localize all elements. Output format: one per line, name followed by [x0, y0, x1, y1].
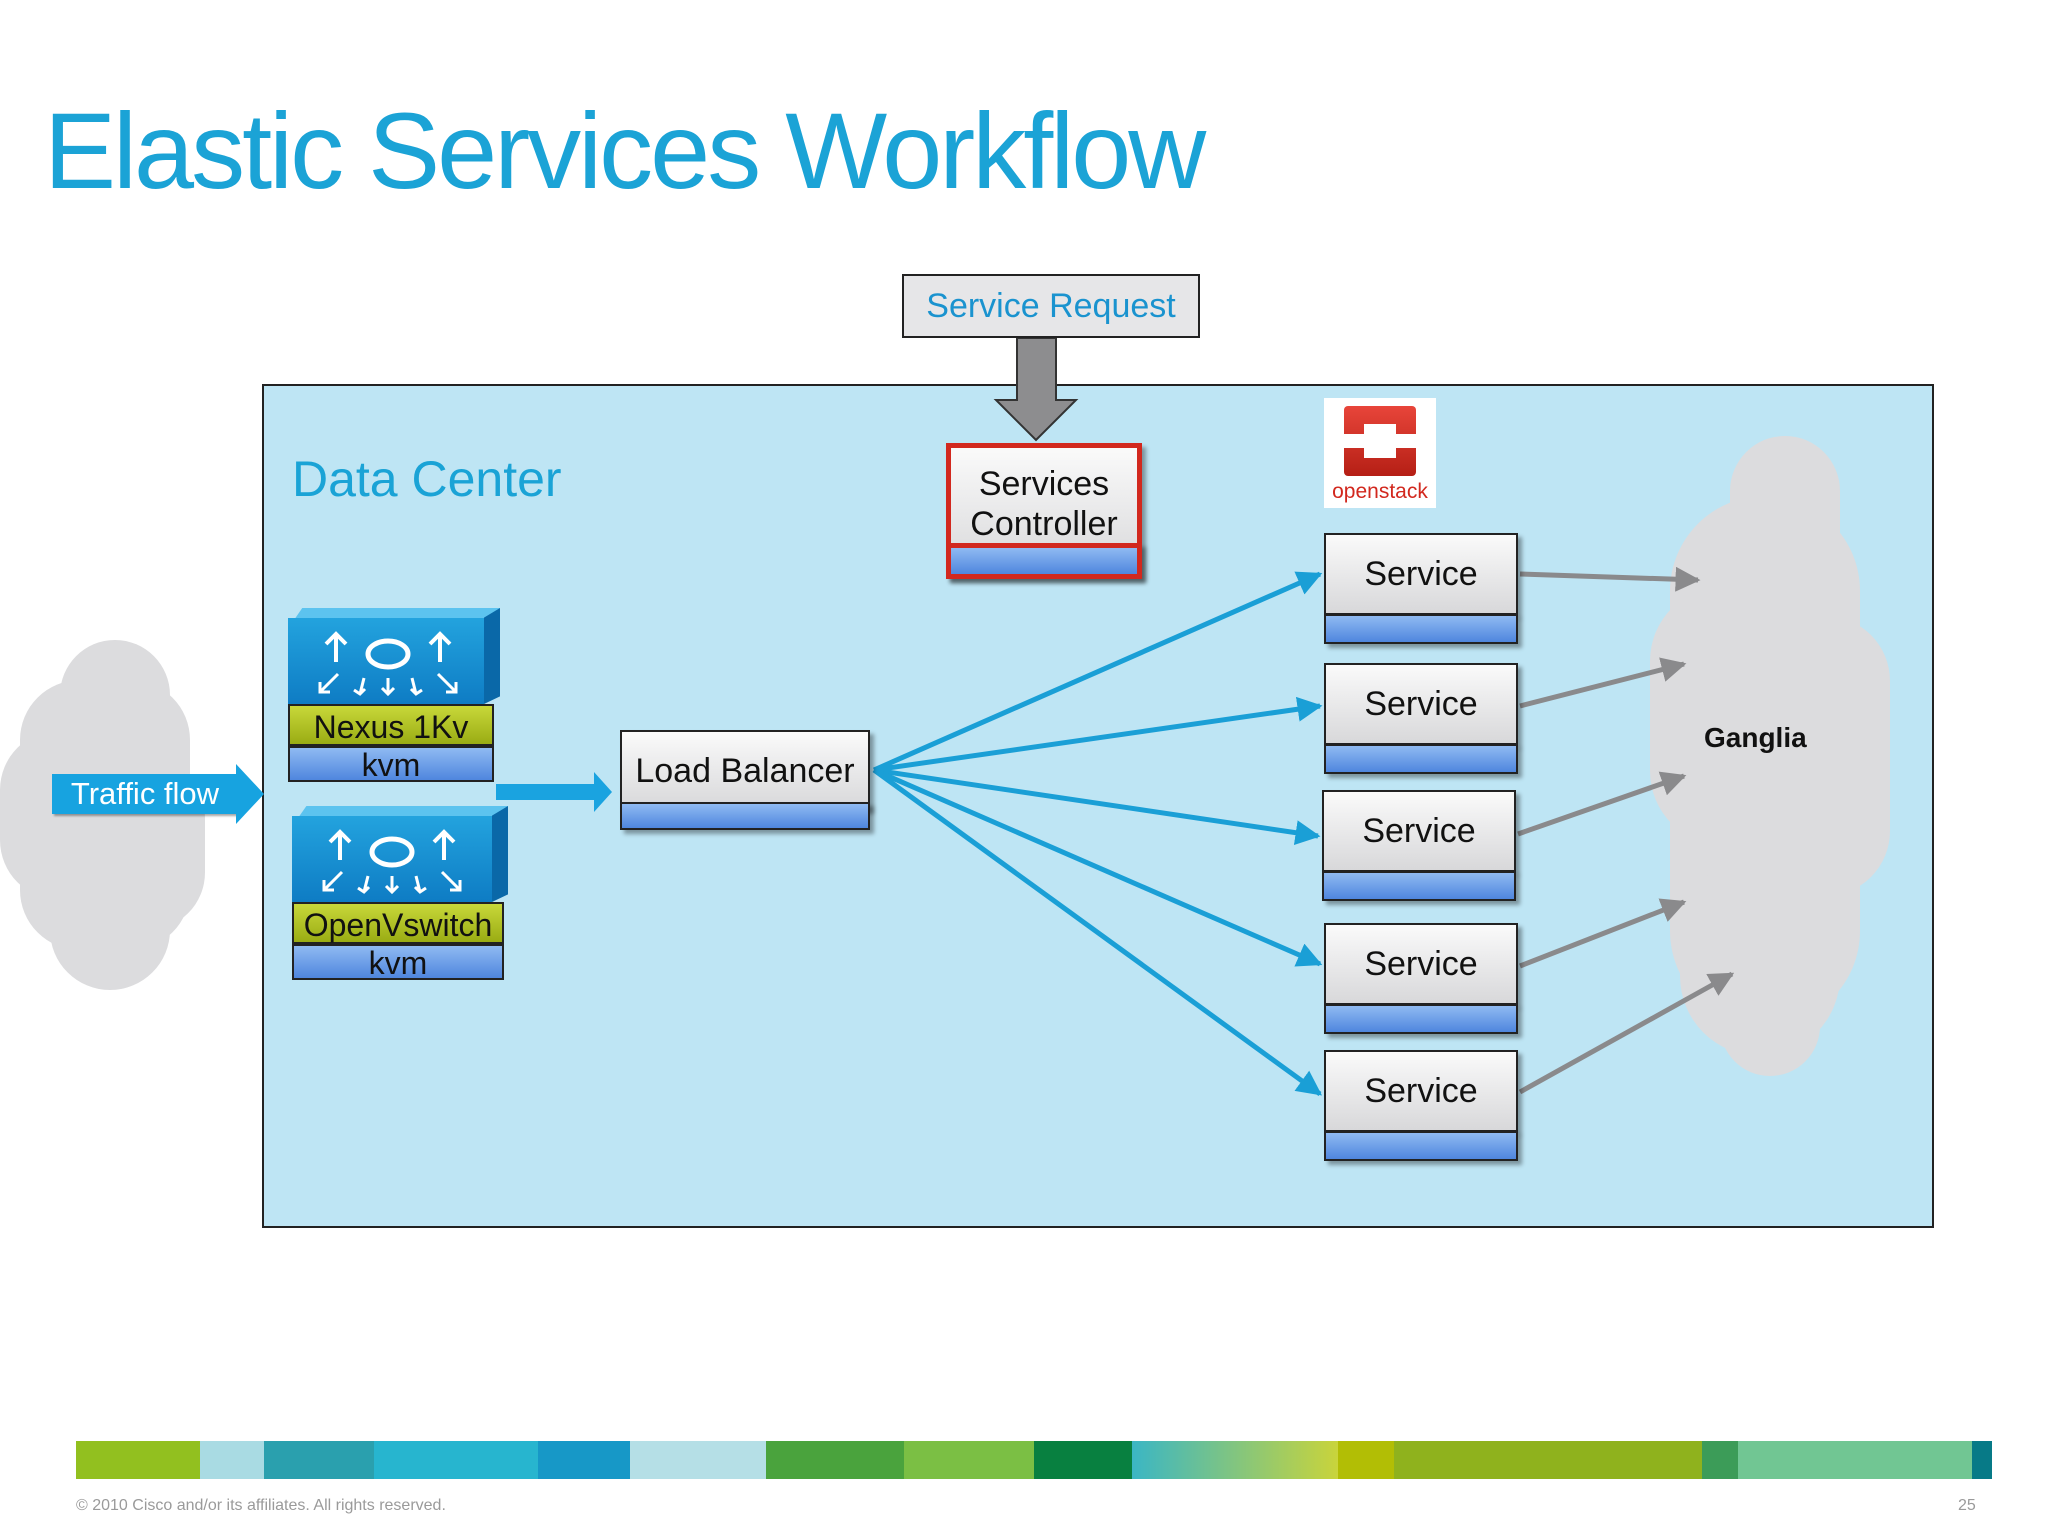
service-1-to-ganglia-arrow — [1519, 566, 1701, 592]
service-box-4: Service — [1324, 923, 1518, 1005]
ganglia-label: Ganglia — [1704, 722, 1807, 753]
service-box-5: Service — [1324, 1050, 1518, 1132]
load-balancer-label: Load Balancer — [635, 752, 855, 790]
service-box-3: Service — [1322, 790, 1516, 872]
service-bar-4 — [1324, 1004, 1518, 1034]
services-controller-bar — [946, 543, 1142, 579]
traffic-flow-arrowhead — [236, 764, 264, 824]
service-3-to-ganglia-arrow — [1517, 771, 1687, 837]
request-down-arrow — [993, 337, 1079, 442]
services-controller-label: Services Controller — [951, 464, 1137, 544]
service-label: Service — [1364, 685, 1478, 723]
openvswitch-switch: OpenVswitch kvm — [292, 806, 516, 980]
traffic-flow-label: Traffic flow — [52, 774, 238, 814]
ganglia-cloud — [1640, 436, 1890, 1076]
switch-icon — [322, 829, 462, 895]
switch-icon — [318, 631, 458, 697]
lb-to-service-1-arrow — [872, 571, 1323, 773]
nexus-1kv-switch: Nexus 1Kv kvm — [288, 608, 508, 782]
footer-color-bar — [76, 1441, 1992, 1479]
service-bar-1 — [1324, 614, 1518, 644]
lb-to-service-3-arrow — [873, 767, 1321, 846]
service-request-box: Service Request — [902, 274, 1200, 338]
page-number: 25 — [1958, 1497, 1976, 1514]
lb-to-service-4-arrow — [873, 767, 1323, 967]
slide-title: Elastic Services Workflow — [44, 90, 1206, 211]
openstack-logo: openstack — [1324, 398, 1436, 508]
service-5-to-ganglia-arrow — [1518, 971, 1735, 1095]
load-balancer-bar — [620, 802, 870, 830]
service-label: Service — [1364, 945, 1478, 983]
load-balancer-box: Load Balancer — [620, 730, 870, 810]
switch2-host-label: kvm — [292, 944, 504, 980]
controller-label-line1: Services — [978, 465, 1110, 503]
lb-to-service-2-arrow — [873, 696, 1323, 773]
service-4-to-ganglia-arrow — [1519, 898, 1687, 969]
service-box-2: Service — [1324, 663, 1518, 745]
controller-label-line2: Controller — [970, 505, 1118, 543]
switch2-name-label: OpenVswitch — [292, 902, 504, 944]
traffic-flow-arrow: Traffic flow — [50, 764, 264, 824]
lb-to-service-5-arrow — [872, 767, 1323, 1097]
service-2-to-ganglia-arrow — [1519, 657, 1687, 709]
service-label: Service — [1364, 1072, 1478, 1110]
service-bar-3 — [1322, 871, 1516, 901]
switch-to-lb-arrow — [496, 772, 612, 812]
openstack-logo-text: openstack — [1332, 480, 1428, 503]
switch1-host-label: kvm — [288, 746, 494, 782]
service-label: Service — [1364, 555, 1478, 593]
service-request-label: Service Request — [926, 287, 1176, 325]
data-center-label: Data Center — [292, 451, 562, 507]
copyright-text: © 2010 Cisco and/or its affiliates. All … — [76, 1497, 446, 1514]
service-bar-5 — [1324, 1131, 1518, 1161]
switch1-name-label: Nexus 1Kv — [288, 704, 494, 746]
internet-cloud — [0, 640, 210, 990]
service-bar-2 — [1324, 744, 1518, 774]
service-label: Service — [1362, 812, 1476, 850]
service-box-1: Service — [1324, 533, 1518, 615]
